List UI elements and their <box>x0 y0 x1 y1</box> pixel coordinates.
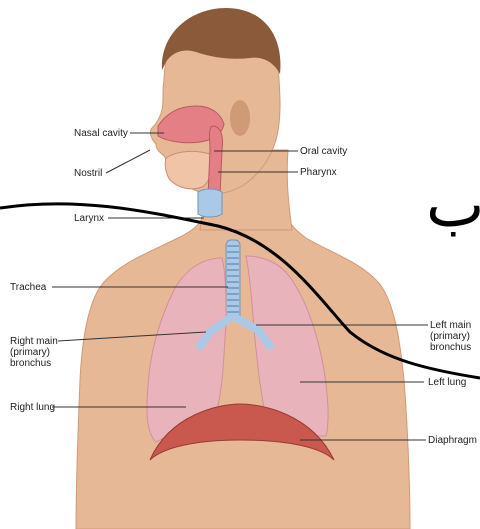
label-diaphragm: Diaphragm <box>428 435 477 446</box>
overlay-glyph: ب <box>426 168 480 241</box>
label-right-main-bronchus: Right main (primary) bronchus <box>10 336 58 369</box>
torso <box>76 214 410 529</box>
ear <box>230 100 250 136</box>
label-larynx: Larynx <box>74 213 104 224</box>
label-nostril: Nostril <box>74 168 102 179</box>
label-left-lung: Left lung <box>428 377 466 388</box>
label-nasal-cavity: Nasal cavity <box>74 128 128 139</box>
label-oral-cavity: Oral cavity <box>300 146 347 157</box>
oral-cavity-region <box>165 151 212 189</box>
label-trachea: Trachea <box>10 282 46 293</box>
label-left-main-bronchus: Left main (primary) bronchus <box>430 320 471 353</box>
label-pharynx: Pharynx <box>300 167 337 178</box>
label-right-lung: Right lung <box>10 402 55 413</box>
pharynx-tube <box>208 126 223 196</box>
larynx-region <box>198 189 222 217</box>
